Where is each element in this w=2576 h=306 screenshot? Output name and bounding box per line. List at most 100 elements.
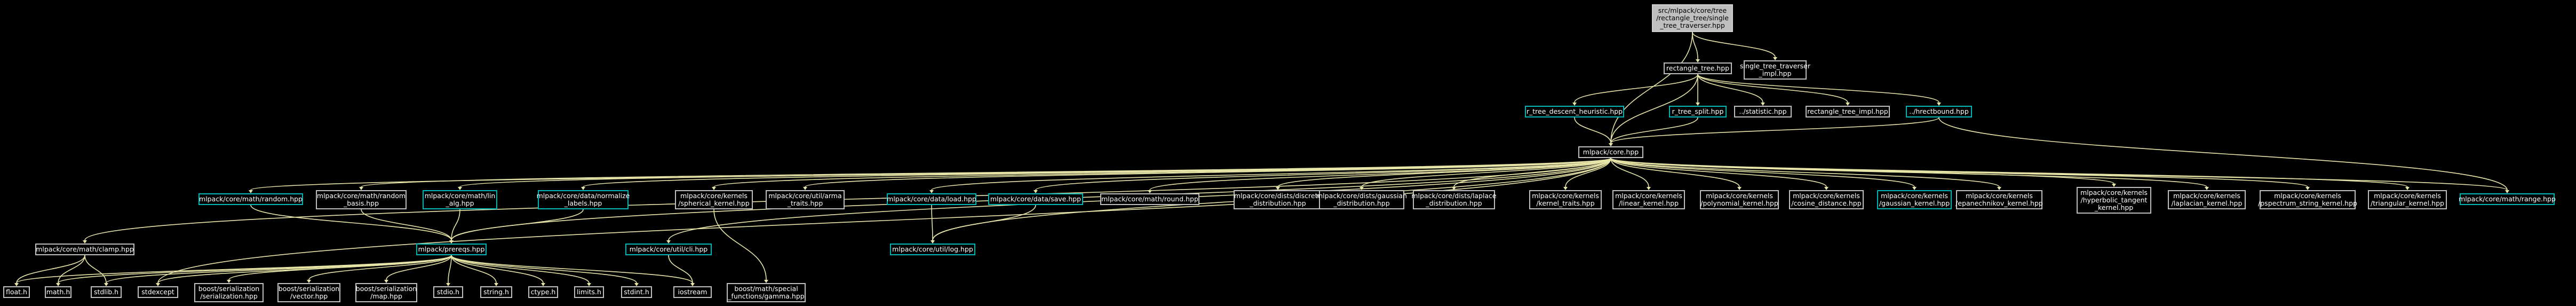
graph-node-root: src/mlpack/core/tree /rectangle_tree/sin… <box>1652 4 1733 32</box>
edge-hb-to-core <box>1610 117 1939 144</box>
graph-node-poly: mlpack/core/kernels /polynomial_kernel.h… <box>1700 190 1779 209</box>
graph-node-tri: mlpack/core/kernels /triangular_kernel.h… <box>2368 190 2447 209</box>
edge-save-to-log <box>932 205 1036 241</box>
edge-load-to-log <box>931 205 933 241</box>
edge-norm-to-prereq <box>451 209 584 241</box>
graph-node-stdlib: stdlib.h <box>91 286 122 298</box>
arrowhead-rt-to-rts <box>1696 103 1700 106</box>
edge-layer <box>14 32 2509 286</box>
graph-node-log[interactable]: mlpack/core/util/log.hpp <box>890 244 975 255</box>
edge-core-to-tri <box>1610 158 2408 187</box>
arrowhead-rt-to-rtdh <box>1572 103 1577 106</box>
arrowhead-prereq-to-bmap <box>384 280 388 283</box>
edge-cli-to-iostream <box>668 255 693 284</box>
graph-node-bmap: boost/serialization /map.hpp <box>355 283 417 302</box>
arrowhead-core-to-arma <box>803 187 807 190</box>
edge-prereq-to-bser <box>228 255 452 280</box>
graph-node-lap: mlpack/core/dists/laplace _distribution.… <box>1411 190 1497 209</box>
arrowhead-core-to-rnd <box>249 190 253 193</box>
edge-clamp-to-floath <box>16 255 85 284</box>
graph-node-clamp: mlpack/core/math/clamp.hpp <box>35 244 134 255</box>
edge-sph-to-bgamma <box>713 209 767 280</box>
arrowhead-core-to-norm <box>581 187 585 190</box>
arrowhead-core-to-poly <box>1737 187 1742 190</box>
graph-node-load[interactable]: mlpack/core/data/load.hpp <box>887 193 976 205</box>
graph-node-sph: mlpack/core/kernels /spherical_kernel.hp… <box>675 190 753 209</box>
graph-node-gk[interactable]: mlpack/core/kernels /gaussian_kernel.hpp <box>1877 190 1952 209</box>
edge-prereq-to-limits <box>451 255 590 284</box>
arrowhead-core-to-clamp <box>83 240 87 244</box>
edge-core-to-linear <box>1610 158 1649 187</box>
edge-rt-to-hb <box>1697 74 1939 103</box>
graph-node-save[interactable]: mlpack/core/data/save.hpp <box>988 193 1083 205</box>
graph-node-lk: mlpack/core/kernels /laplacian_kernel.hp… <box>2168 190 2246 209</box>
graph-node-norm[interactable]: mlpack/core/data/normalize _labels.hpp <box>537 190 630 209</box>
edge-rt-to-stat <box>1697 74 1763 103</box>
arrowhead-core-to-rndb <box>359 187 363 190</box>
arrowhead-core-to-disc <box>1276 187 1280 190</box>
edge-prereq-to-stdioh <box>448 255 452 284</box>
edge-rtdh-to-core <box>1574 117 1611 144</box>
arrowhead-hb-to-core <box>1609 143 1613 146</box>
edge-prereq-to-bmap <box>386 255 452 280</box>
arrowhead-sph-to-bgamma <box>764 280 768 283</box>
edge-core-to-range <box>1610 158 2508 191</box>
arrowhead-prereq-to-stdlib <box>104 283 108 286</box>
graph-node-bser: boost/serialization /serialization.hpp <box>194 283 264 302</box>
edge-prereq-to-bvec <box>308 255 452 280</box>
arrowhead-rt-to-stat <box>1761 103 1765 106</box>
arrowhead-rt-to-hb <box>1937 103 1941 106</box>
edge-root-to-stti <box>1692 32 1776 58</box>
graph-node-lin[interactable]: mlpack/core/math/lin _alg.hpp <box>423 190 497 209</box>
arrowhead-core-to-cli <box>666 240 671 244</box>
graph-node-iostream: iostream <box>673 286 712 298</box>
edge-clamp-to-stdlib <box>84 255 107 284</box>
edge-core-to-load <box>931 158 1611 191</box>
graph-node-linear: mlpack/core/kernels /linear_kernel.hpp <box>1612 190 1685 209</box>
edge-hb-to-range <box>1938 117 2508 191</box>
arrowhead-root-to-stti <box>1773 57 1777 60</box>
graph-node-stringh: string.h <box>480 286 512 298</box>
edge-lin-to-prereq <box>451 209 460 241</box>
graph-node-mathh: math.h <box>45 286 71 298</box>
arrowhead-prereq-to-stringh <box>494 283 498 286</box>
graph-node-rnd[interactable]: mlpack/core/math/random.hpp <box>198 193 303 205</box>
arrowhead-core-to-epan <box>1997 187 2001 190</box>
arrowhead-prereq-to-bvec <box>307 280 311 283</box>
arrowhead-rt-to-rti <box>1846 103 1850 106</box>
arrowhead-core-to-tri <box>2405 187 2410 190</box>
edge-rt-to-rtdh <box>1574 74 1698 103</box>
graph-node-stdexc: stdexcept <box>138 286 178 298</box>
graph-node-stdint: stdint.h <box>621 286 652 298</box>
graph-node-rtdh[interactable]: r_tree_descent_heuristic.hpp <box>1525 106 1624 117</box>
graph-node-limits: limits.h <box>574 286 604 298</box>
arrowhead-root-to-rt <box>1696 59 1700 62</box>
graph-node-hyp: mlpack/core/kernels /hyperbolic_tangent … <box>2077 187 2151 214</box>
edge-prereq-to-stdlib <box>106 255 452 284</box>
edge-core-to-save <box>1035 158 1611 191</box>
graph-node-gaus: mlpack/core/dists/gaussian _distribution… <box>1316 190 1407 209</box>
arrowhead-prereq-to-stdioh <box>446 283 450 286</box>
edge-core-to-stdexc <box>157 158 1611 284</box>
edge-prereq-to-stdexc <box>157 255 452 284</box>
graph-node-core: mlpack/core.hpp <box>1578 146 1643 158</box>
graph-node-cos: mlpack/core/kernels /cosine_distance.hpp <box>1789 190 1864 209</box>
edge-prereq-to-stringh <box>451 255 497 284</box>
graph-node-rti: rectangle_tree_impl.hpp <box>1806 106 1890 117</box>
arrowhead-prereq-to-floath <box>14 283 19 286</box>
graph-node-range[interactable]: mlpack/core/math/range.hpp <box>2459 193 2556 205</box>
graph-node-hb[interactable]: ../hrectbound.hpp <box>1906 106 1972 117</box>
graph-node-cli[interactable]: mlpack/core/util/cli.hpp <box>625 244 712 255</box>
edge-core-to-clamp <box>84 158 1611 241</box>
edge-core-to-cos <box>1610 158 1827 187</box>
edge-core-to-gk <box>1610 158 1915 187</box>
graph-node-prereq[interactable]: mlpack/prereqs.hpp <box>416 244 487 255</box>
graph-node-floath: float.h <box>3 286 30 298</box>
graph-node-disc: mlpack/core/dists/discrete _distribution… <box>1234 190 1322 209</box>
arrowhead-core-to-lk <box>2205 187 2209 190</box>
graph-node-rts[interactable]: r_tree_split.hpp <box>1669 106 1727 117</box>
arrowhead-core-to-save <box>1033 190 1038 193</box>
edge-rts-to-core <box>1610 117 1698 144</box>
arrowhead-core-to-linear <box>1647 187 1651 190</box>
